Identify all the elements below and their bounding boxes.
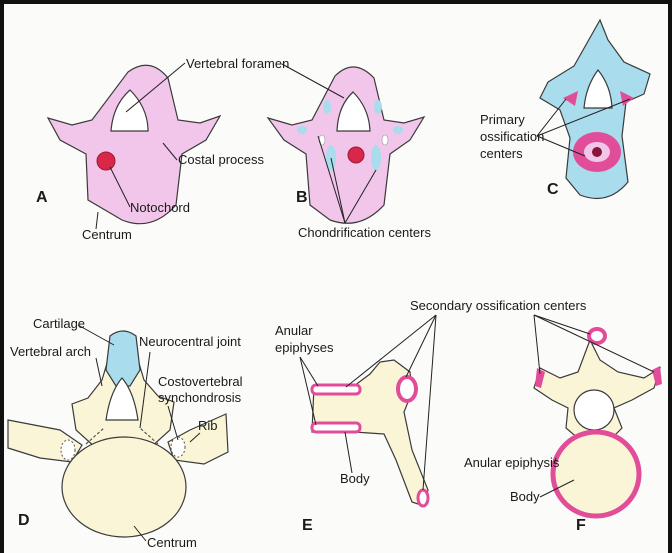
centrum-d bbox=[62, 437, 186, 537]
label-chondrification-centers: Chondrification centers bbox=[298, 225, 431, 240]
label-centrum-a: Centrum bbox=[82, 227, 132, 242]
leader-secondary-f2 bbox=[534, 315, 590, 334]
body-f bbox=[553, 432, 639, 516]
panel-letter-f: F bbox=[576, 517, 586, 534]
label-vertebral-arch: Vertebral arch bbox=[10, 344, 91, 359]
vertebral-foramen-f bbox=[574, 390, 614, 430]
leader-secondary-e3 bbox=[423, 315, 436, 490]
panel-a: A Vertebral foramen Costal process Notoc… bbox=[36, 56, 289, 242]
label-costal-process: Costal process bbox=[178, 152, 264, 167]
chondrification-center-b2 bbox=[374, 100, 382, 114]
anular-epiphysis-upper bbox=[312, 385, 360, 394]
chondrification-center-b3 bbox=[297, 126, 307, 134]
anular-epiphysis-lower bbox=[312, 423, 360, 432]
leader-anular-1 bbox=[300, 357, 318, 386]
label-notochord: Notochord bbox=[130, 200, 190, 215]
cartilage-cap bbox=[106, 331, 140, 386]
label-anular-epiphysis: Anular epiphysis bbox=[464, 455, 560, 470]
label-anular-1: Anular bbox=[275, 323, 313, 338]
leader-body-e bbox=[345, 432, 352, 473]
label-body-e: Body bbox=[340, 471, 370, 486]
leader-vertebral-arch bbox=[96, 358, 102, 386]
secondary-ossification-spine-e bbox=[418, 490, 428, 506]
vertebra-b-shape bbox=[268, 67, 424, 223]
label-primary-1: Primary bbox=[480, 112, 525, 127]
leader-secondary-f1 bbox=[534, 315, 540, 374]
chondrification-center-b8 bbox=[371, 145, 381, 171]
label-centrum-d: Centrum bbox=[147, 535, 197, 550]
costovertebral-left bbox=[61, 440, 75, 460]
label-body-f: Body bbox=[510, 489, 540, 504]
panel-b: B Chondrification centers bbox=[268, 64, 431, 240]
label-neurocentral-joint: Neurocentral joint bbox=[139, 334, 241, 349]
chondrification-center-b1 bbox=[323, 100, 331, 114]
secondary-ossification-spine-f bbox=[589, 329, 605, 343]
label-rib: Rib bbox=[198, 418, 218, 433]
leader-secondary-e2 bbox=[406, 315, 436, 377]
panel-letter-c: C bbox=[547, 181, 559, 198]
label-vertebral-foramen: Vertebral foramen bbox=[186, 56, 289, 71]
panel-c: C Primary ossification centers bbox=[480, 20, 650, 198]
chondrification-center-b6 bbox=[382, 135, 388, 145]
panel-f: F Anular epiphysis Body bbox=[464, 315, 662, 534]
label-cartilage: Cartilage bbox=[33, 316, 85, 331]
chondrification-center-b4 bbox=[393, 126, 403, 134]
leader-cartilage bbox=[78, 325, 114, 345]
notochord-a bbox=[97, 152, 115, 170]
label-anular-2: epiphyses bbox=[275, 340, 334, 355]
label-costovertebral-2: synchondrosis bbox=[158, 390, 242, 405]
secondary-ossification-process-e bbox=[398, 377, 416, 401]
label-costovertebral-1: Costovertebral bbox=[158, 374, 243, 389]
label-primary-2: ossification bbox=[480, 129, 544, 144]
panel-letter-b: B bbox=[296, 189, 308, 206]
panel-letter-a: A bbox=[36, 189, 48, 206]
panel-d: D Cartilage Vertebral arch Neurocentral … bbox=[8, 316, 243, 550]
notochord-b bbox=[348, 147, 364, 163]
label-primary-3: centers bbox=[480, 146, 523, 161]
label-secondary-ossification: Secondary ossification centers bbox=[410, 298, 587, 313]
panel-letter-d: D bbox=[18, 512, 30, 529]
panel-e: E Secondary ossification centers Anular … bbox=[275, 298, 587, 534]
panel-letter-e: E bbox=[302, 517, 313, 534]
notochord-c bbox=[592, 147, 602, 157]
